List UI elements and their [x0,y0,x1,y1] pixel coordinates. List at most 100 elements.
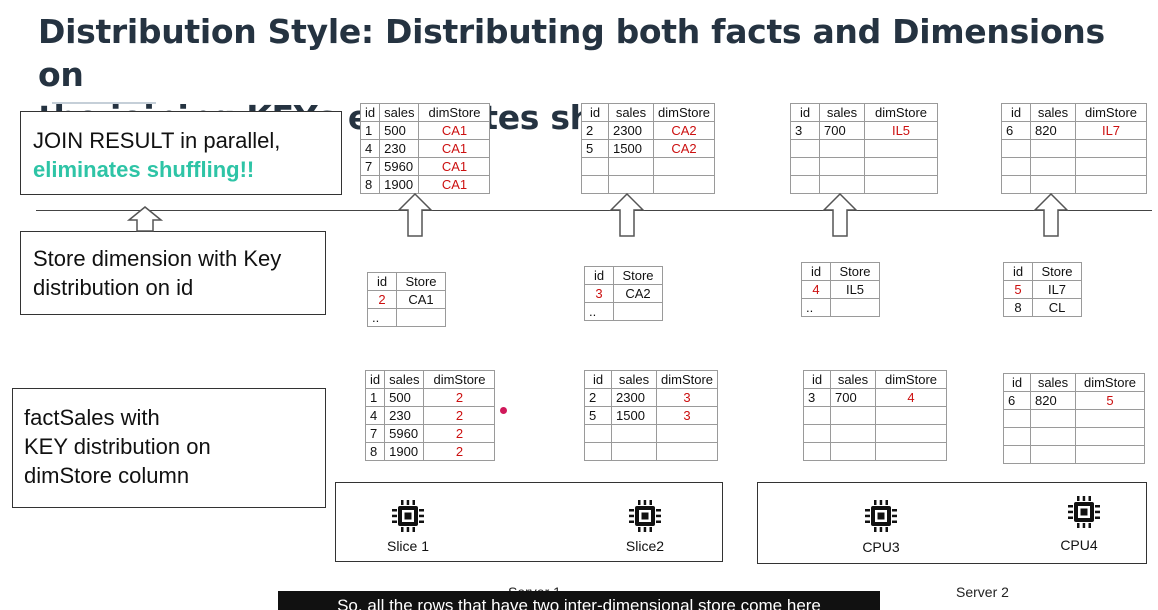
cell: IL7 [1032,280,1082,299]
cell: CA2 [613,284,663,303]
cell [1003,445,1031,464]
cell [864,175,938,194]
cell [611,442,657,461]
cell [1075,139,1147,158]
col-header-store: Store [830,262,880,281]
cell: 4 [364,406,386,425]
cell [830,298,880,317]
col-header-sales: sales [819,103,865,122]
cell [790,139,820,158]
table-row [1003,445,1145,464]
table-row [803,406,947,425]
title-underline [52,102,156,104]
cell: 4 [359,139,381,158]
col-header-id: id [1001,103,1031,122]
join-result-text: JOIN RESULT in parallel, [33,128,281,153]
cell: 3 [655,388,719,407]
cell [1003,427,1031,446]
col-header-id: id [803,370,831,389]
cell: 5 [1003,280,1033,299]
cell [1001,175,1031,194]
cpu4-label: CPU4 [1060,537,1098,553]
cell: 500 [384,388,425,407]
table-row [584,442,719,461]
cell: 1500 [611,406,657,425]
cell [1001,157,1031,176]
cell: 1900 [379,175,420,194]
cell: 3 [790,121,820,140]
cell: 3 [803,388,831,407]
table-row [790,175,938,194]
table-row [1001,157,1147,176]
cell: 230 [379,139,420,158]
cell: 6 [1003,391,1031,410]
cpu-chip-icon [1068,496,1100,528]
server-2-label: Server 2 [956,584,1009,600]
cell [1030,175,1076,194]
cell: 2 [423,424,496,443]
cell [584,424,612,443]
cell: 1500 [608,139,654,158]
store-dim-line-1: Store dimension with Key [33,246,282,271]
cell [584,442,612,461]
cell: 5 [1075,391,1145,410]
cell: 4 [875,388,947,407]
cell: 500 [379,121,420,140]
cell [581,175,609,194]
cell [1075,157,1147,176]
cell [652,157,716,176]
col-header-id: id [367,272,397,291]
col-header-store: Store [1032,262,1082,281]
cell [830,406,876,425]
table-row: .. [801,298,880,317]
cell [830,424,876,443]
cell: 3 [655,406,719,425]
cpu-chip-icon [629,500,661,532]
col-header-dimstore: dimStore [423,370,496,389]
cell: 6 [1001,121,1031,140]
cursor-pointer [500,407,507,414]
col-header-id: id [581,103,609,122]
cell: 2 [423,388,496,407]
cell: .. [801,298,831,317]
table-row [1001,139,1147,158]
cell: 7 [364,424,386,443]
col-header-id: id [584,370,612,389]
col-header-dimstore: dimStore [1075,103,1147,122]
divider-line [36,210,1152,211]
cell [1075,427,1145,446]
cell: 5960 [384,424,425,443]
col-header-id: id [584,266,614,285]
cell [1030,409,1076,428]
cell: CL [1032,298,1082,317]
cell: 2300 [608,121,654,140]
cell: 700 [830,388,876,407]
cell [613,302,663,321]
table-row [1003,409,1145,428]
cell: .. [584,302,614,321]
cell: 2 [423,442,496,461]
table-row [584,424,719,443]
cell [1075,409,1145,428]
cell: IL5 [830,280,880,299]
col-header-sales: sales [1030,373,1076,392]
cell: CA2 [652,139,716,158]
cell [1030,427,1076,446]
